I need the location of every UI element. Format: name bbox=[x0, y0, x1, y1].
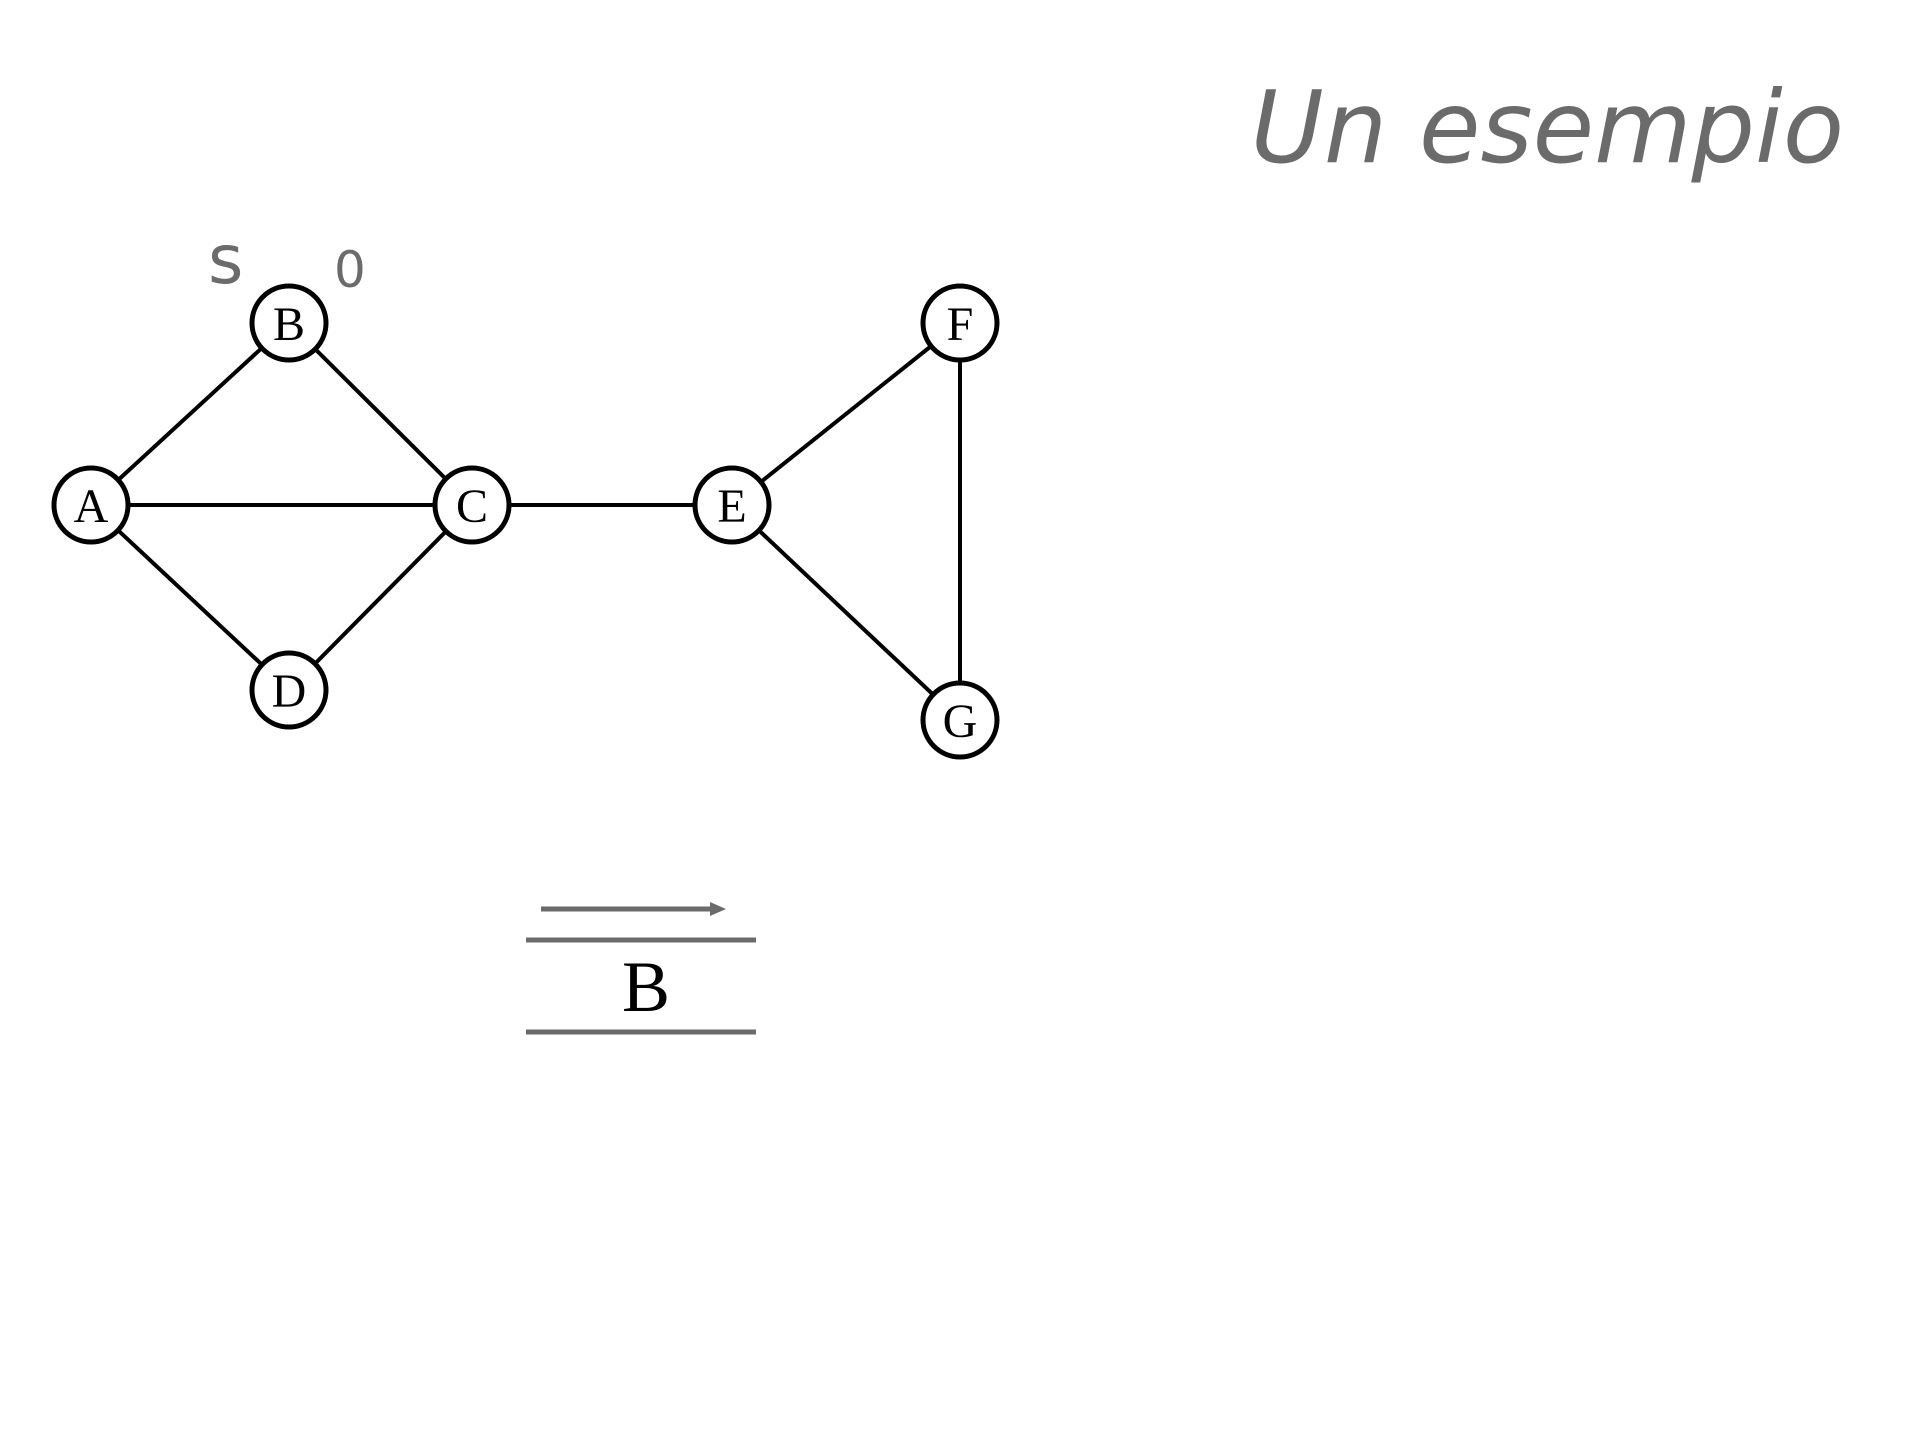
node-circle bbox=[920, 680, 1000, 760]
node-b: B bbox=[249, 283, 329, 363]
edge-a-d bbox=[89, 503, 291, 692]
queue-items: B bbox=[622, 947, 670, 1027]
slide-title: Un esempio bbox=[1250, 69, 1844, 186]
node-circle bbox=[249, 283, 329, 363]
node-label: D bbox=[272, 665, 307, 718]
queue-direction-arrow-head bbox=[710, 902, 726, 916]
node-circle bbox=[51, 465, 131, 545]
node-circle bbox=[920, 283, 1000, 363]
source-distance-label: 0 bbox=[334, 241, 366, 299]
edge-b-c bbox=[287, 321, 474, 507]
node-e: E bbox=[692, 465, 772, 545]
node-label: G bbox=[943, 695, 978, 748]
node-f: F bbox=[920, 283, 1000, 363]
edge-e-g bbox=[730, 503, 962, 722]
nodes-layer: A B C D E F G bbox=[51, 283, 1000, 760]
node-label: A bbox=[74, 480, 109, 533]
node-circle bbox=[432, 465, 512, 545]
node-d: D bbox=[249, 650, 329, 730]
node-circle bbox=[692, 465, 772, 545]
node-label: C bbox=[456, 480, 488, 533]
edge-a-b bbox=[89, 321, 291, 507]
node-c: C bbox=[432, 465, 512, 545]
node-g: G bbox=[920, 680, 1000, 760]
node-label: B bbox=[273, 298, 305, 351]
edges-layer bbox=[89, 321, 962, 722]
node-a: A bbox=[51, 465, 131, 545]
queue: B bbox=[526, 902, 756, 1035]
node-label: E bbox=[717, 480, 746, 533]
edge-e-f bbox=[730, 321, 962, 507]
source-marker-label: s bbox=[208, 221, 243, 300]
node-circle bbox=[249, 650, 329, 730]
edge-c-d bbox=[287, 503, 474, 692]
queue-item: B bbox=[622, 947, 670, 1027]
node-label: F bbox=[947, 298, 974, 351]
